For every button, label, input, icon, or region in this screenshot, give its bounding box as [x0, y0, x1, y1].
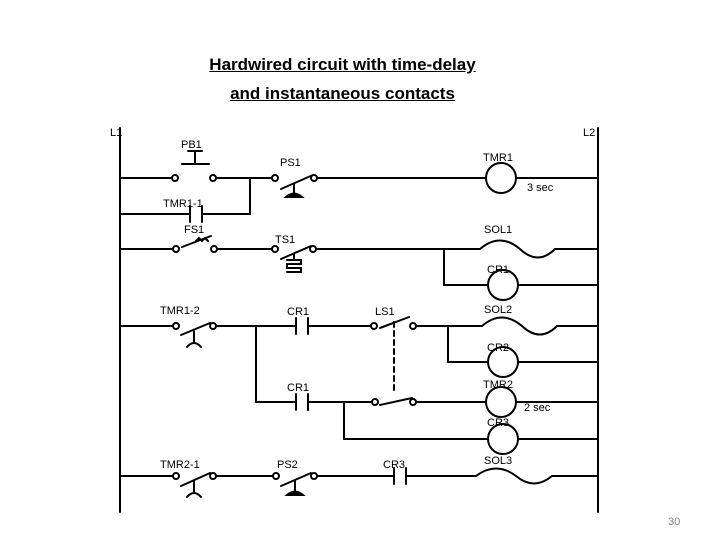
ts1-temperature-switch	[271, 245, 317, 273]
ps2-pressure-switch	[272, 472, 318, 496]
fs1-flow-switch	[172, 235, 218, 253]
rung-2: FS1 TS1 SOL1 CR1	[119, 224, 599, 301]
page-number: 30	[668, 516, 681, 528]
label-tmr2: TMR2	[483, 379, 513, 391]
rung-4: TMR2-1 PS2 CR3 SOL3	[119, 455, 599, 498]
label-cr3-contact: CR3	[383, 459, 405, 471]
label-tmr1: TMR1	[483, 152, 513, 164]
rung-3: TMR1-2 CR1 LS1 SOL2 CR2	[119, 304, 599, 455]
label-tmr1-2: TMR1-2	[160, 305, 200, 317]
label-tmr2-time: 2 sec	[524, 402, 551, 414]
label-tmr2-1: TMR2-1	[160, 459, 200, 471]
label-sol1: SOL1	[484, 224, 512, 236]
label-l2: L2	[583, 127, 595, 139]
cr1-contact-upper	[295, 317, 309, 335]
label-pb1: PB1	[181, 139, 202, 151]
label-cr1-coil: CR1	[487, 264, 509, 276]
label-ts1: TS1	[275, 234, 295, 246]
label-cr1-contact-a: CR1	[287, 306, 309, 318]
sol2-solenoid	[447, 316, 599, 336]
sol3-solenoid	[443, 467, 599, 485]
ps1-pressure-switch	[271, 174, 318, 198]
ls1-nc-contact	[371, 397, 417, 406]
rung-1: PB1 PS1 TMR1 3 sec TMR1-1	[119, 139, 599, 223]
title-line-2: and instantaneous contacts	[230, 84, 455, 103]
pb1-pushbutton	[171, 150, 217, 182]
label-cr1-contact-b: CR1	[287, 382, 309, 394]
label-ls1: LS1	[375, 306, 395, 318]
sol1-solenoid	[443, 239, 599, 259]
tmr1-coil	[485, 162, 517, 194]
tmr2-1-timed-contact	[172, 472, 217, 498]
label-l1: L1	[110, 127, 122, 139]
label-sol2: SOL2	[484, 304, 512, 316]
label-cr2-coil: CR2	[487, 342, 509, 354]
cr1-contact-lower	[295, 393, 309, 411]
label-cr3-coil: CR3	[487, 417, 509, 429]
ls1-limit-switch	[370, 316, 417, 393]
tmr2-coil	[485, 386, 517, 418]
tmr1-2-timed-contact	[172, 322, 217, 348]
slide-title: Hardwired circuit with time-delay and in…	[0, 50, 685, 108]
label-tmr1-1: TMR1-1	[163, 198, 203, 210]
label-tmr1-time: 3 sec	[527, 182, 554, 194]
label-sol3: SOL3	[484, 455, 512, 467]
label-ps2: PS2	[277, 459, 298, 471]
label-fs1: FS1	[184, 224, 204, 236]
label-ps1: PS1	[280, 157, 301, 169]
title-line-1: Hardwired circuit with time-delay	[209, 55, 476, 74]
